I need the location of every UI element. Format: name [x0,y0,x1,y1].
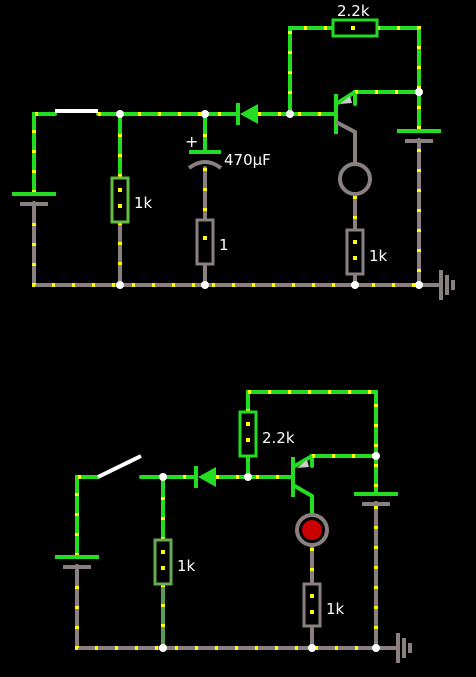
top-wire-collector [353,90,421,106]
top-capacitor-icon[interactable]: + 470µF [185,132,271,170]
bottom-base-resistor-label: 1k [177,557,196,575]
top-capacitor-polarity: + [185,132,198,151]
bottom-wire-collector [310,454,378,468]
bottom-wire-collector-loop [246,390,378,495]
top-base-resistor[interactable]: 1k [110,176,153,224]
bottom-emitter-resistor[interactable]: 1k [302,582,345,628]
bottom-battery-right-icon[interactable] [354,492,398,506]
bottom-npn-transistor-icon[interactable] [291,454,314,498]
bottom-collector-resistor-label: 2.2k [262,429,295,447]
top-ground-wires [32,130,442,287]
bottom-emitter-resistor-label: 1k [326,600,345,618]
top-battery-right-icon[interactable] [397,129,441,143]
bottom-switch-icon[interactable] [97,454,142,479]
bottom-wire-battery-to-switch [75,475,100,558]
bottom-battery-icon[interactable] [55,555,99,569]
top-series-resistor-label: 1 [219,236,229,254]
bottom-led-icon[interactable] [295,513,329,547]
top-emitter-resistor-label: 1k [369,247,388,265]
top-capacitor-label: 470µF [224,151,271,169]
bottom-diode-icon[interactable] [194,466,216,488]
top-diode-icon[interactable] [236,103,258,125]
top-base-resistor-label: 1k [134,194,153,212]
bottom-ground-rail [75,501,378,650]
top-circuit: 1k + 470µF 1 2.2k [12,2,455,300]
top-series-resistor[interactable]: 1 [195,218,229,266]
top-collector-resistor[interactable]: 2.2k [331,2,379,38]
top-nodes [116,88,423,289]
top-emitter-resistor[interactable]: 1k [345,228,388,276]
top-collector-resistor-label: 2.2k [337,2,370,20]
bottom-nodes [159,452,380,652]
bottom-live-wires [75,390,378,558]
bottom-ground-wires [75,501,400,650]
bottom-circuit: 1k 2.2k 1k [55,390,412,663]
top-wire-collector-resistor-to-battery [375,26,421,132]
bottom-collector-resistor[interactable]: 2.2k [238,410,295,458]
top-ground-icon [439,270,455,300]
top-npn-transistor-icon[interactable] [334,90,357,134]
bottom-ground-icon [396,633,412,663]
top-battery-icon[interactable] [12,192,56,206]
bottom-base-resistor[interactable]: 1k [153,538,196,586]
top-wire-battery-to-switch [32,112,57,195]
top-lamp-icon[interactable] [338,162,372,196]
top-wire-to-collector-resistor [288,26,335,116]
